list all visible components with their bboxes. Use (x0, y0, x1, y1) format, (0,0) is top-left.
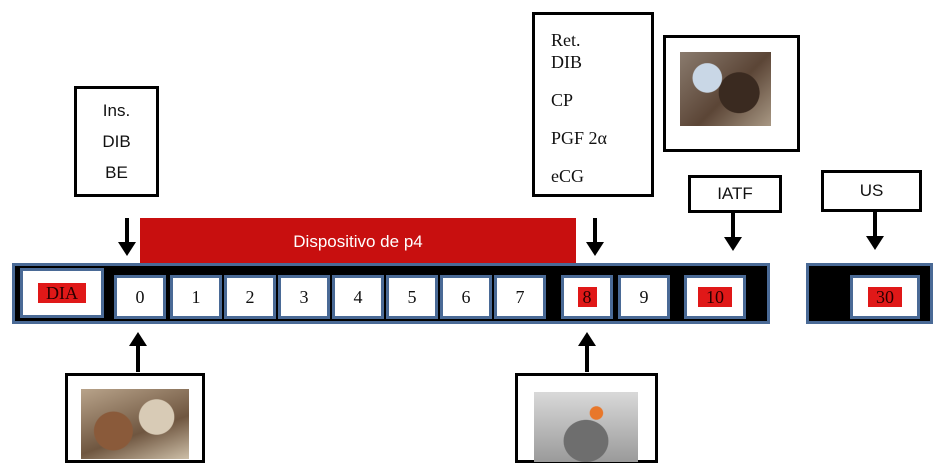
retirement-line-3: CP (551, 90, 574, 110)
day-number-highlighted: 10 (698, 287, 732, 307)
day-number-highlighted: 8 (577, 287, 597, 307)
day-number: 0 (135, 286, 145, 307)
down-arrow-us-icon (866, 212, 884, 250)
up-arrow-day0-icon (129, 332, 147, 372)
iatf-box: IATF (688, 175, 782, 213)
down-arrow-insertion-icon (118, 218, 136, 256)
day-header-label: DIA (38, 283, 86, 303)
day-number: 4 (353, 286, 363, 307)
day-cell-7: 7 (494, 275, 546, 319)
down-arrow-retirement-icon (586, 218, 604, 256)
retirement-line-1: Ret. (551, 30, 581, 50)
photo-frame-top (663, 35, 800, 152)
cow-photo-image (680, 52, 771, 126)
day-cell-3: 3 (278, 275, 330, 319)
day-number: 3 (299, 286, 309, 307)
day-cell-8: 8 (561, 275, 613, 319)
day-cell-4: 4 (332, 275, 384, 319)
day-cell-6: 6 (440, 275, 492, 319)
retirement-line-2: DIB (551, 52, 582, 72)
insertion-line-1: Ins. (102, 100, 131, 120)
day-number: 5 (407, 286, 417, 307)
timeline-header-cell: DIA (20, 268, 104, 318)
device-bar: Dispositivo de p4 (140, 218, 576, 265)
day-cell-10: 10 (684, 275, 746, 319)
up-arrow-day8-icon (578, 332, 596, 372)
retirement-line-4: PGF 2α (551, 128, 607, 148)
insertion-photo-image (81, 389, 189, 459)
down-arrow-iatf-icon (724, 213, 742, 251)
insertion-box: Ins. DIB BE (74, 86, 159, 197)
day-cell-30: 30 (850, 275, 920, 319)
day-number: 7 (515, 286, 525, 307)
day-number: 2 (245, 286, 255, 307)
day-cell-1: 1 (170, 275, 222, 319)
iatf-label: IATF (717, 184, 753, 203)
device-bar-label: Dispositivo de p4 (293, 231, 423, 251)
day-number: 6 (461, 286, 471, 307)
insertion-line-3: BE (105, 162, 128, 182)
day-number-highlighted: 30 (868, 287, 902, 307)
retirement-line-5: eCG (551, 166, 584, 186)
day-number: 1 (191, 286, 201, 307)
ultrasound-photo-image (534, 392, 638, 462)
day-cell-0: 0 (114, 275, 166, 319)
day-cell-9: 9 (618, 275, 670, 319)
day-cell-5: 5 (386, 275, 438, 319)
us-label: US (859, 181, 884, 200)
insertion-line-2: DIB (102, 131, 131, 151)
us-box: US (821, 170, 922, 212)
retirement-box: Ret. DIB CP PGF 2α eCG (532, 12, 654, 197)
day-cell-2: 2 (224, 275, 276, 319)
photo-frame-bottom-right (515, 373, 658, 463)
day-number: 9 (639, 286, 649, 307)
photo-frame-bottom-left (65, 373, 205, 463)
